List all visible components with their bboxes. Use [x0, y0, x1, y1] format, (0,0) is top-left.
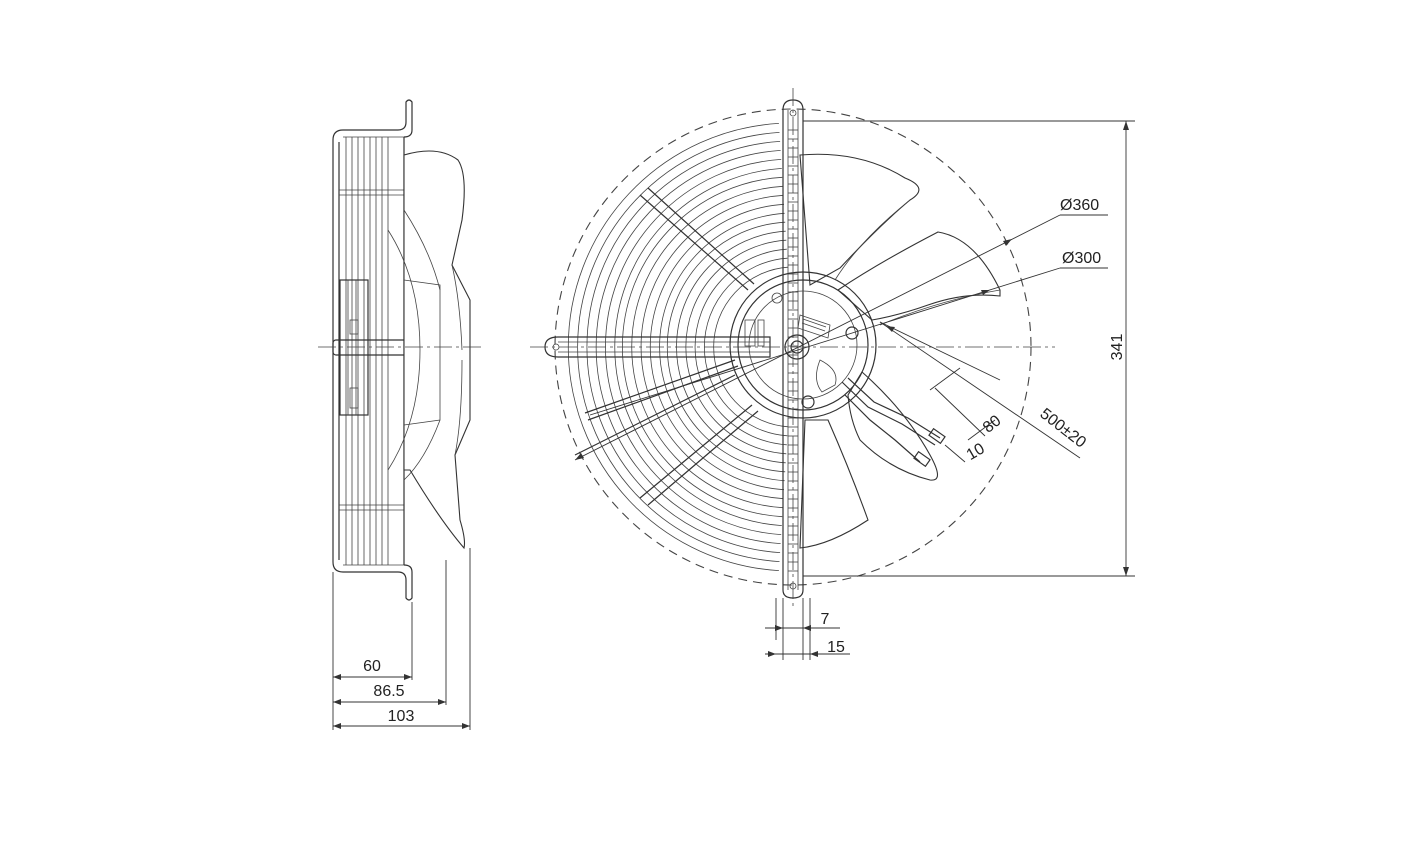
dimension-diameter-inner: Ø300	[1062, 250, 1101, 267]
dimension-depth-60: 60	[363, 658, 381, 675]
front-view: Ø360 Ø300 341 500±20 80 10	[530, 88, 1135, 660]
guard-ring	[694, 248, 787, 446]
side-view: 60 86.5 103	[318, 99, 485, 730]
blade-bottom	[799, 419, 869, 549]
cable	[841, 377, 946, 468]
dimension-height: 341	[803, 120, 1135, 577]
side-view-dimensions: 60 86.5 103	[332, 548, 471, 730]
dimension-cable-80: 80	[980, 412, 1005, 436]
guard-ring	[577, 132, 780, 562]
dimension-depth-86-5: 86.5	[373, 683, 404, 700]
dimension-bracket-15: 15	[827, 639, 845, 656]
guard-ring	[666, 221, 786, 473]
side-view-guard	[332, 99, 413, 601]
bracket-dimensions: 7 15	[765, 598, 850, 660]
dimension-height-341: 341	[1109, 334, 1126, 361]
dimension-cable-10: 10	[964, 440, 988, 464]
motor-hub	[729, 271, 877, 419]
side-view-blades	[387, 150, 471, 550]
guard-ring	[586, 141, 781, 553]
dimension-cable-length: 500±20	[1037, 405, 1090, 451]
dimension-diameter-outer: Ø360	[1060, 197, 1099, 214]
guard-spokes	[574, 187, 759, 506]
dimension-depth-103: 103	[388, 708, 415, 725]
impeller-blades	[799, 153, 1001, 549]
side-view-motor	[332, 279, 412, 416]
guard-ring	[614, 168, 782, 526]
diameter-leaders: Ø360 Ø300	[574, 197, 1108, 461]
dimension-bracket-7: 7	[821, 611, 830, 628]
